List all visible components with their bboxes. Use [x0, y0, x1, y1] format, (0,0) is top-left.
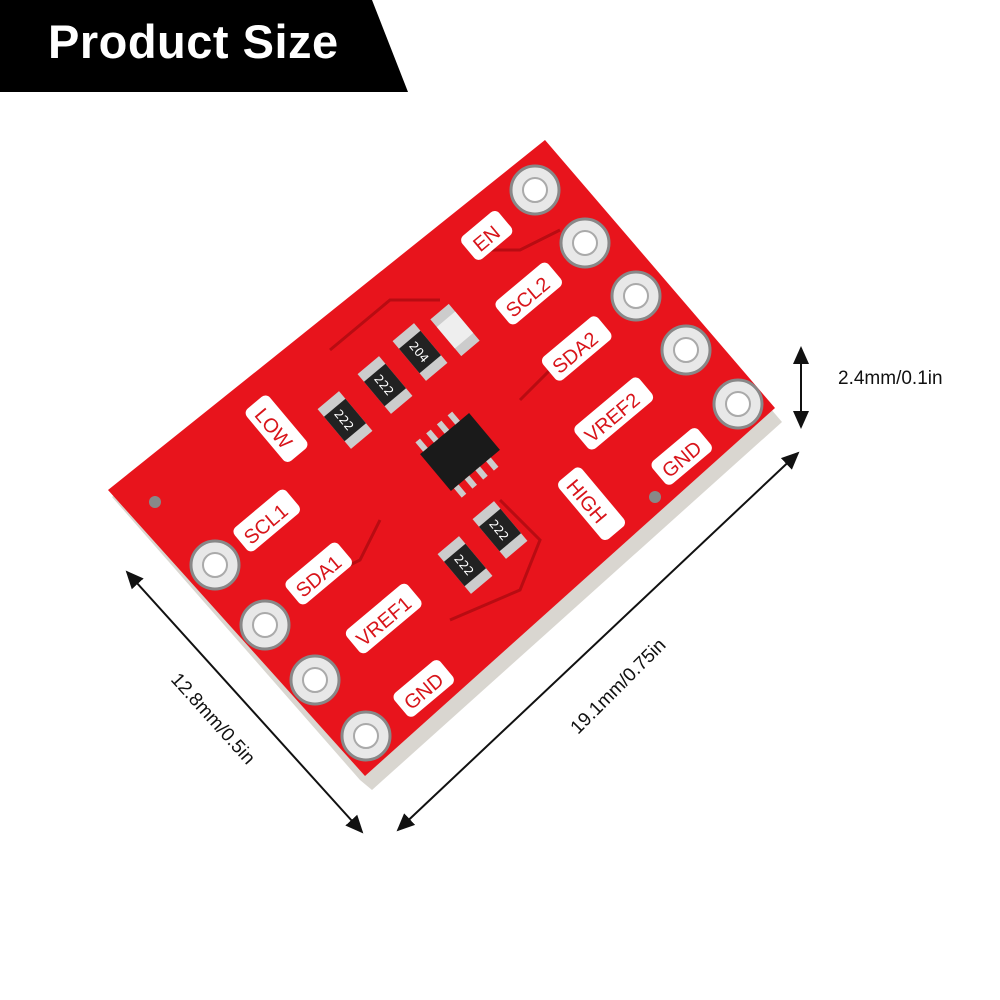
width-label: 12.8mm/0.5in: [166, 669, 259, 769]
title-banner: [0, 0, 408, 92]
title-banner-text: Product Size: [48, 15, 339, 68]
width-arrow: [125, 570, 364, 834]
thickness-label: 2.4mm/0.1in: [838, 368, 943, 389]
length-label: 19.1mm/0.75in: [567, 635, 671, 739]
length-arrow: [396, 451, 800, 832]
